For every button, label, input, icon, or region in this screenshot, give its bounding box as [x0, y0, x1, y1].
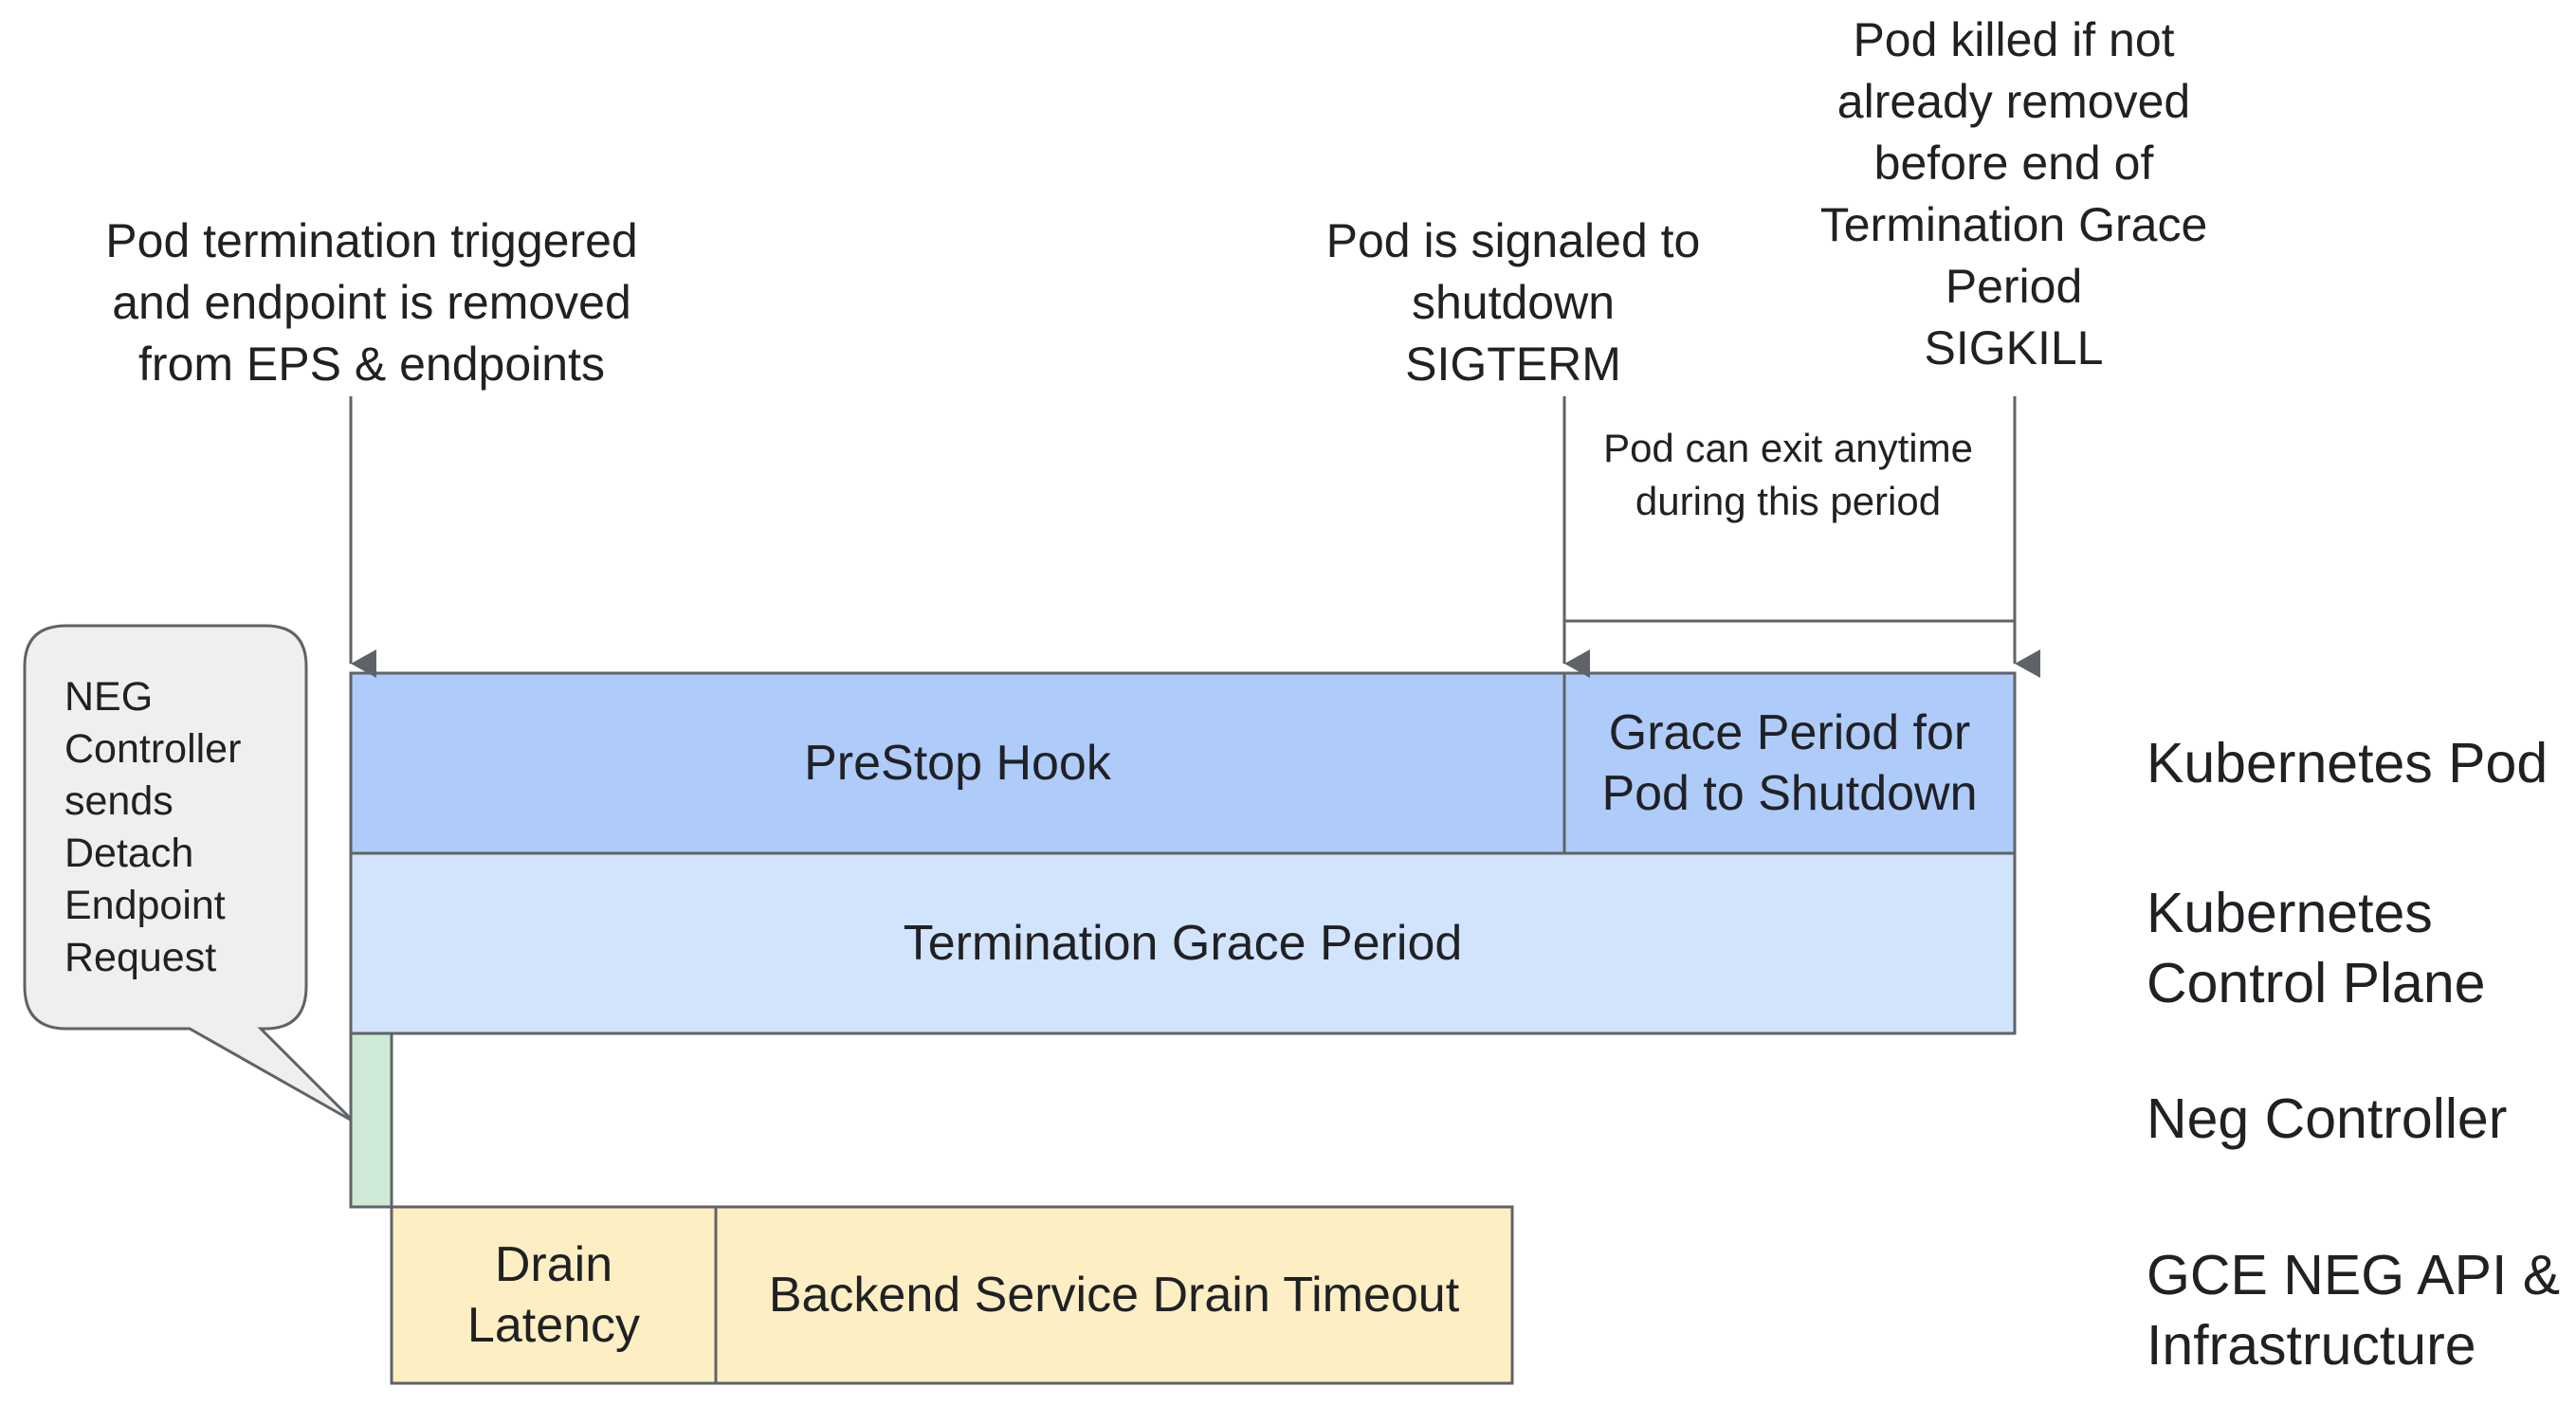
termination-line-3: from EPS & endpoints — [138, 338, 605, 391]
sigkill-line-4: Termination Grace — [1819, 198, 2208, 251]
grace-shutdown-line-2: Pod to Shutdown — [1601, 766, 1978, 821]
neg-controller-bar — [349, 1032, 393, 1209]
callout-line-4: Detach — [64, 831, 194, 876]
callout-text: NEG Controller sends Detach Endpoint Req… — [64, 671, 241, 984]
callout-line-6: Request — [64, 935, 217, 980]
sigterm-event-label: Pod is signaled to shutdown SIGTERM — [1326, 210, 1701, 395]
exit-note-line-2: during this period — [1635, 479, 1942, 523]
sigterm-line-1: Pod is signaled to — [1325, 214, 1701, 267]
callout-line-5: Endpoint — [64, 883, 226, 928]
lane-kubernetes-pod: Kubernetes Pod — [2147, 732, 2549, 794]
callout-bubble — [23, 624, 356, 1123]
sigkill-event-label: Pod killed if not already removed before… — [1820, 9, 2208, 379]
lane-gce-line-1: GCE NEG API & — [2147, 1244, 2561, 1306]
drain-timeout-bar — [714, 1205, 1514, 1385]
sigkill-line-5: Period — [1945, 260, 2083, 313]
grace-shutdown-line-1: Grace Period for — [1608, 705, 1971, 760]
lane-control-plane-line-2: Control Plane — [2147, 952, 2486, 1014]
sigterm-line-3: SIGTERM — [1405, 338, 1621, 391]
lane-control-plane: Kubernetes Control Plane — [2147, 878, 2486, 1018]
drain-latency-line-1: Drain — [494, 1237, 613, 1292]
callout-line-1: NEG — [64, 674, 154, 720]
grace-shutdown-label: Grace Period for Pod to Shutdown — [1564, 673, 2015, 853]
sigkill-line-6: SIGKILL — [1924, 321, 2104, 374]
drain-latency-label: Drain Latency — [392, 1207, 716, 1383]
lane-neg-controller: Neg Controller — [2147, 1087, 2508, 1150]
termination-grace-label: Termination Grace Period — [903, 916, 1463, 971]
drain-timeout-label: Backend Service Drain Timeout — [768, 1268, 1460, 1323]
prestop-hook-label: PreStop Hook — [804, 736, 1111, 791]
termination-grace-bar — [349, 851, 2017, 1035]
sigkill-line-3: before end of — [1873, 137, 2154, 190]
callout-line-2: Controller — [64, 726, 242, 772]
drain-latency-bar — [390, 1205, 718, 1385]
lane-gce-neg-api: GCE NEG API & Infrastructure — [2147, 1240, 2560, 1380]
exit-note-line-1: Pod can exit anytime — [1603, 426, 1973, 470]
termination-line-2: and endpoint is removed — [112, 276, 631, 329]
sigkill-line-2: already removed — [1836, 75, 2191, 128]
termination-line-1: Pod termination triggered — [105, 214, 638, 267]
lane-control-plane-line-1: Kubernetes — [2147, 882, 2433, 944]
termination-event-label: Pod termination triggered and endpoint i… — [105, 210, 637, 395]
prestop-hook-bar — [349, 671, 1566, 855]
exit-period-note: Pod can exit anytime during this period — [1603, 422, 1973, 528]
callout-line-3: sends — [64, 778, 174, 824]
lane-gce-line-2: Infrastructure — [2147, 1314, 2476, 1377]
sigterm-line-2: shutdown — [1411, 276, 1616, 329]
sigkill-line-1: Pod killed if not — [1853, 13, 2175, 66]
drain-latency-line-2: Latency — [466, 1298, 641, 1353]
